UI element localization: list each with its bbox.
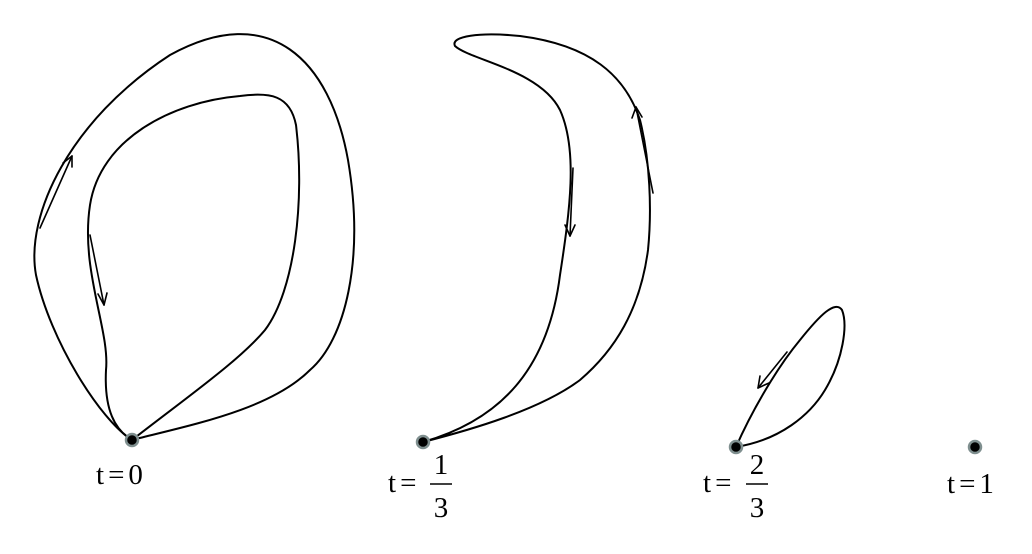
inner-loop-t0: [86, 93, 301, 441]
stage-t1-3: t= 1 3: [388, 33, 654, 524]
arrow-outer-up-t0: [39, 155, 73, 229]
label-t1-3-lhs: t=: [388, 467, 416, 499]
loop-t2-3: [735, 305, 846, 448]
label-t2-3-numerator: 2: [750, 449, 765, 481]
base-point-t1-3: [415, 434, 431, 450]
outer-loop-t0: [33, 33, 356, 441]
base-point-t0: [124, 432, 140, 448]
loop-t1-3: [422, 33, 651, 443]
base-point-t2-3: [728, 439, 744, 455]
label-t1-3-numerator: 1: [434, 449, 449, 481]
stage-t1: t=1: [947, 439, 994, 500]
stage-t2-3: t= 2 3: [703, 305, 846, 524]
stage-t0: t=0: [33, 33, 356, 491]
label-t2-3-lhs: t=: [703, 467, 731, 499]
base-point-t1: [967, 439, 983, 455]
arrow-down-t2-3: [757, 351, 788, 389]
label-t0: t=0: [96, 459, 143, 491]
label-t1: t=1: [947, 468, 994, 500]
label-t2-3-denominator: 3: [750, 492, 765, 524]
arrow-up-t1-3: [631, 106, 654, 194]
label-t1-3-denominator: 3: [434, 492, 449, 524]
arrow-down-t1-3: [564, 167, 576, 237]
arrow-inner-down-t0: [89, 234, 108, 306]
